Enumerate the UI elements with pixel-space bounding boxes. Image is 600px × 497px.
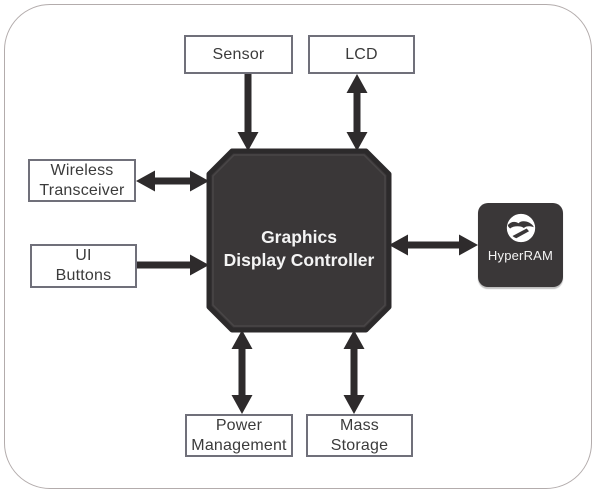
ui-buttons-label-line1: UI (75, 247, 92, 264)
arrow-uibuttons-controller (137, 254, 209, 276)
arrow-controller-hyperram (389, 234, 478, 256)
node-power-management: Power Management (185, 414, 293, 457)
arrow-controller-power (231, 330, 253, 414)
node-graphics-display-controller: Graphics Display Controller (209, 159, 389, 338)
ui-buttons-label-line2: Buttons (55, 267, 112, 284)
hyperram-logo-icon (506, 213, 535, 243)
arrow-wireless-controller (136, 170, 209, 192)
chip-inner-bevel (212, 154, 386, 327)
sensor-label: Sensor (212, 45, 265, 63)
power-label-line2: Management (191, 436, 287, 454)
node-lcd: LCD (308, 35, 415, 74)
mass-label-line1: Mass (339, 416, 380, 434)
graphics-controller-chip-shape (206, 148, 392, 333)
controller-label-line1: Graphics (261, 226, 337, 247)
outer-frame (4, 4, 592, 489)
arrow-sensor-controller (237, 74, 259, 151)
node-wireless-transceiver: Wireless Transceiver (28, 159, 136, 202)
node-mass-storage: Mass Storage (306, 414, 413, 457)
lcd-label: LCD (345, 45, 378, 63)
wireless-label-line2: Transceiver (39, 181, 125, 199)
wireless-label-line1: Wireless (50, 161, 114, 179)
mass-label-line2: Storage (330, 436, 389, 454)
arrow-lcd-controller (346, 74, 368, 151)
hyperram-label: HyperRAM (487, 248, 554, 263)
controller-label-line2: Display Controller (223, 249, 375, 270)
arrow-controller-mass (343, 330, 365, 414)
power-label-line1: Power (215, 416, 263, 434)
node-sensor: Sensor (184, 35, 293, 74)
node-hyperram: HyperRAM (478, 203, 563, 287)
node-ui-buttons: UI Buttons (30, 244, 137, 288)
